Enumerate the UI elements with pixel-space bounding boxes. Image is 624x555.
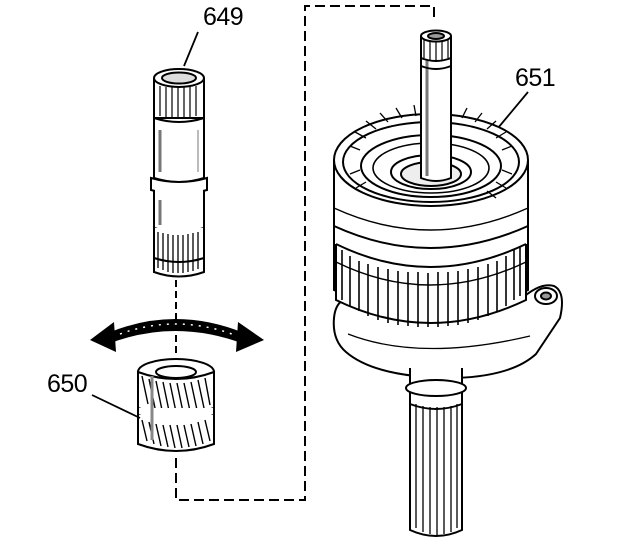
housing-651 (334, 31, 562, 537)
callout-649: 649 (203, 3, 244, 31)
assembly-path-line (176, 6, 434, 500)
rotation-arrow (90, 319, 264, 352)
leader-651 (498, 92, 528, 128)
callout-650: 650 (47, 370, 88, 398)
leader-649 (184, 32, 198, 66)
shaft-649 (151, 69, 207, 277)
callout-651: 651 (515, 64, 556, 92)
leader-650 (92, 395, 140, 418)
gear-650 (138, 359, 214, 451)
shaft-upper-splines (160, 86, 196, 117)
